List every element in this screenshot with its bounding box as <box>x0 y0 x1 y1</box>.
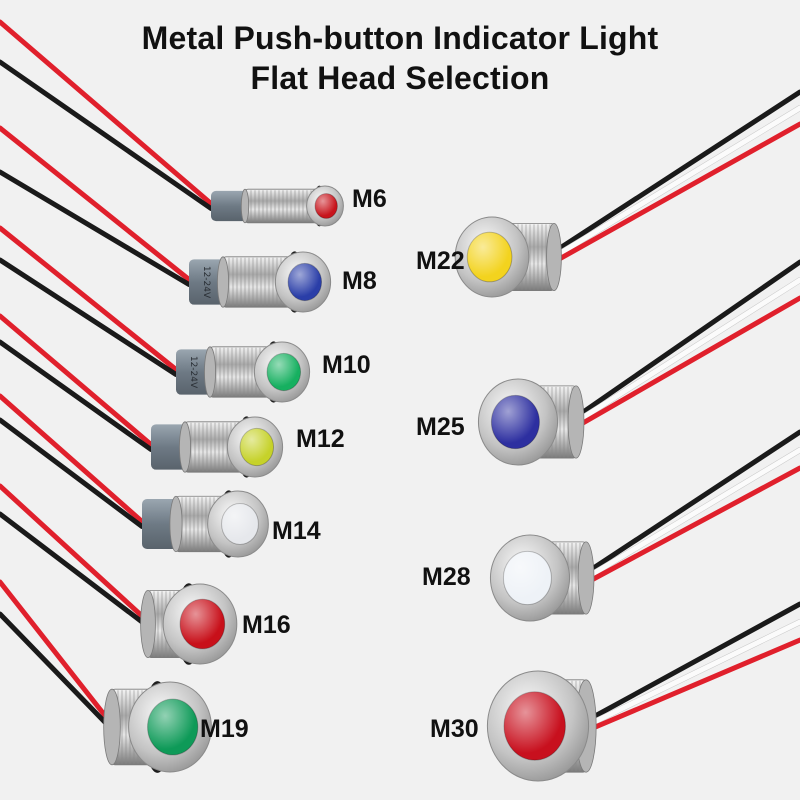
body-end-cap <box>169 495 183 553</box>
wire-white <box>583 619 800 729</box>
size-label-m6: M6 <box>352 185 387 213</box>
rubber-boot <box>211 190 249 222</box>
wire-black <box>0 339 154 452</box>
wire-red <box>583 637 800 734</box>
size-label-m12: M12 <box>296 425 345 453</box>
indicator-light-m22 <box>454 216 562 298</box>
wire-white <box>583 447 800 581</box>
lens-highlight <box>147 699 198 755</box>
lens-highlight <box>180 599 225 649</box>
indicator-light-m30 <box>486 670 597 782</box>
size-label-m14: M14 <box>272 517 321 545</box>
wire-red <box>0 125 192 282</box>
lens-highlight <box>491 395 540 449</box>
wire-black <box>0 417 145 529</box>
lens-highlight <box>288 263 322 301</box>
size-label-m28: M28 <box>422 563 471 591</box>
rubber-boot <box>189 259 227 305</box>
boot-voltage-label: 12-24V <box>201 266 211 299</box>
wire-black <box>551 89 800 255</box>
indicator-light-m16 <box>140 583 238 665</box>
wire-white <box>573 277 800 425</box>
size-label-m16: M16 <box>242 611 291 639</box>
lens-highlight <box>240 428 274 466</box>
body-end-cap <box>577 541 595 615</box>
wire-black <box>583 429 800 576</box>
size-label-m10: M10 <box>322 351 371 379</box>
boot-voltage-label: 12-24V <box>188 356 198 389</box>
size-label-m22: M22 <box>416 247 465 275</box>
body-end-cap <box>204 346 216 398</box>
wire-red <box>551 121 800 265</box>
wire-black <box>583 601 800 724</box>
body-end-cap <box>179 421 191 473</box>
indicator-light-m14 <box>142 490 269 558</box>
lens-highlight <box>504 691 566 761</box>
wire-red <box>0 483 151 624</box>
size-label-m25: M25 <box>416 413 465 441</box>
indicator-light-m19 <box>103 681 212 773</box>
indicator-light-m8: 12-24V <box>189 251 332 313</box>
rubber-boot <box>151 424 189 470</box>
lens-highlight <box>221 503 259 545</box>
wire-black <box>0 511 151 629</box>
wire-red <box>0 393 145 524</box>
size-label-m8: M8 <box>342 267 377 295</box>
body-end-cap <box>217 256 229 308</box>
body-end-cap <box>567 385 585 459</box>
rubber-boot <box>176 349 214 395</box>
lens-highlight <box>467 232 512 282</box>
wire-black <box>573 259 800 420</box>
wire-white <box>551 105 800 260</box>
indicator-light-m6 <box>211 185 344 227</box>
wire-red <box>0 225 179 372</box>
indicator-light-m12 <box>151 416 284 478</box>
body-end-cap <box>546 222 562 291</box>
wire-black <box>0 257 179 377</box>
lens-highlight <box>267 353 301 391</box>
wire-red <box>0 579 115 727</box>
indicator-light-m10: 12-24V <box>176 341 311 403</box>
indicator-light-m28 <box>489 534 595 622</box>
wire-red <box>583 465 800 586</box>
size-label-m19: M19 <box>200 715 249 743</box>
wire-red <box>0 313 154 447</box>
body-end-cap <box>140 590 156 659</box>
wire-black <box>0 169 192 287</box>
title-line-2: Flat Head Selection <box>250 60 550 96</box>
body-end-cap <box>240 188 250 224</box>
title-line-1: Metal Push-button Indicator Light <box>141 20 659 56</box>
indicator-light-m25 <box>477 378 585 466</box>
lens-highlight <box>315 193 338 219</box>
wire-red <box>573 295 800 430</box>
wire-black <box>0 59 214 211</box>
lens-highlight <box>503 551 552 605</box>
size-label-m30: M30 <box>430 715 479 743</box>
body-end-cap <box>103 688 121 766</box>
wire-red <box>0 19 214 206</box>
wire-black <box>0 611 115 732</box>
